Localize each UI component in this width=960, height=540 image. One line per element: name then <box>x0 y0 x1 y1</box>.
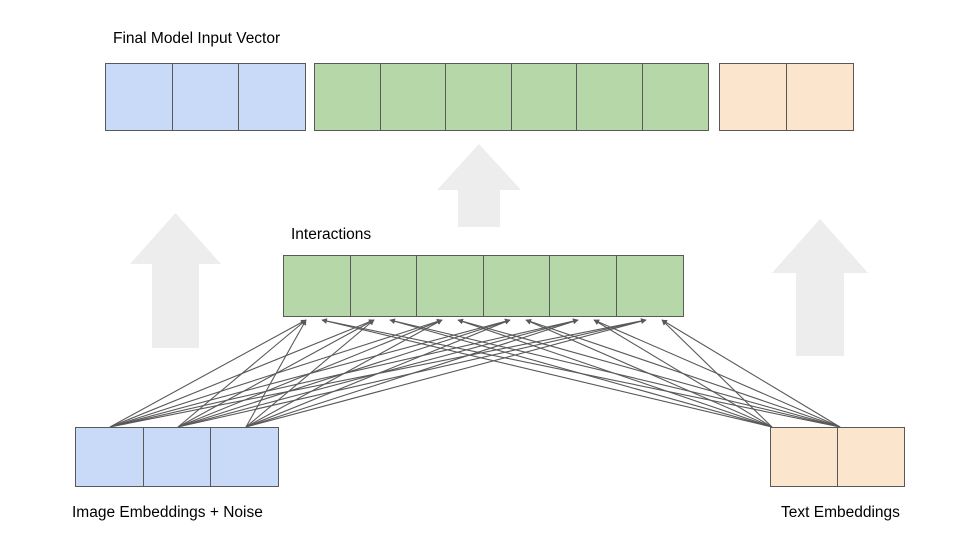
connector-line <box>109 319 375 428</box>
interactions-row <box>283 255 685 317</box>
interaction-cell <box>482 255 551 317</box>
image-embeddings-label: Image Embeddings + Noise <box>72 504 263 521</box>
final-vector-interaction-cell <box>314 63 381 131</box>
connector-line <box>245 319 511 428</box>
final-vector-interaction-cell <box>510 63 578 131</box>
text-embedding-cell <box>836 427 905 487</box>
connector-line <box>389 318 841 428</box>
final-vector-text-cell <box>719 63 787 131</box>
connector-line <box>177 319 375 428</box>
interaction-cell <box>283 255 351 317</box>
text-embeddings-label: Text Embeddings <box>781 504 900 521</box>
interactions-to-final-arrow <box>437 144 521 227</box>
image-embedding-cell <box>210 427 280 487</box>
final-vector-text-cell <box>785 63 854 131</box>
text-embeddings-row <box>770 427 905 487</box>
connector-line <box>109 318 443 428</box>
final-vector-image-segment <box>105 63 307 131</box>
connector-line <box>593 319 841 428</box>
connector-line <box>525 319 773 428</box>
final-vector-text-segment <box>719 63 854 131</box>
image-to-final-arrow <box>130 213 221 348</box>
final-vector-interactions-segment <box>314 63 710 131</box>
interaction-cell <box>616 255 685 317</box>
connector-line <box>593 319 773 428</box>
final-vector-interaction-cell <box>576 63 644 131</box>
connector-line <box>177 318 511 428</box>
interactions-title: Interactions <box>291 226 372 243</box>
connector-line <box>109 318 579 428</box>
connector-line <box>245 318 579 428</box>
interaction-cell <box>549 255 618 317</box>
image-embeddings-row <box>75 427 280 487</box>
connector-line <box>321 318 773 428</box>
connector-line <box>109 318 511 428</box>
connector-line <box>245 319 375 428</box>
connector-line <box>177 318 579 428</box>
connector-line <box>245 319 307 428</box>
connector-line <box>457 318 773 428</box>
final-vector-interaction-cell <box>445 63 513 131</box>
page-title: Final Model Input Vector <box>113 30 281 47</box>
final-vector-image-cell <box>238 63 307 131</box>
final-vector-interaction-cell <box>642 63 710 131</box>
connector-line <box>321 318 841 428</box>
interaction-cell <box>416 255 485 317</box>
connector-line <box>525 318 841 428</box>
text-to-final-arrow <box>772 219 868 356</box>
connector-line <box>661 319 841 428</box>
image-embedding-cell <box>75 427 144 487</box>
connector-line <box>109 318 647 428</box>
connector-line <box>177 319 443 428</box>
connector-line <box>177 318 647 428</box>
connector-line <box>457 318 841 428</box>
connector-line <box>389 318 773 428</box>
text-embedding-cell <box>770 427 838 487</box>
connector-line <box>177 319 307 428</box>
connector-line <box>661 319 773 428</box>
connector-line <box>245 319 443 428</box>
interaction-cell <box>349 255 418 317</box>
image-embedding-cell <box>142 427 212 487</box>
connector-line <box>245 318 647 428</box>
connector-line <box>109 319 307 428</box>
final-vector-interaction-cell <box>379 63 447 131</box>
final-vector-image-cell <box>105 63 173 131</box>
final-vector-image-cell <box>171 63 240 131</box>
